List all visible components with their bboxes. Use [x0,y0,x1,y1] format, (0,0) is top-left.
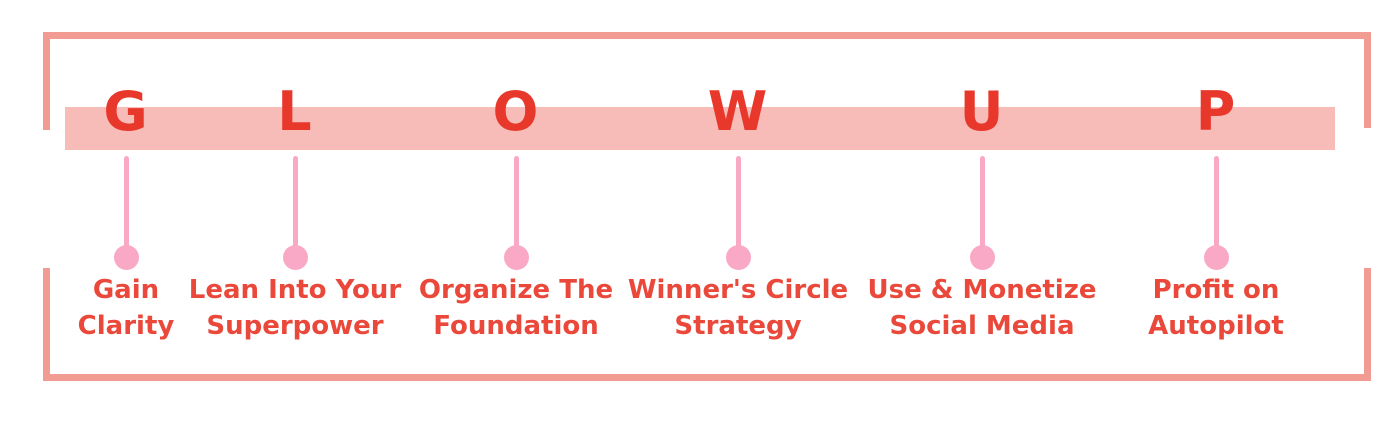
connector-line [513,156,519,250]
acronym-letter: O [492,80,540,143]
acronym-letter: L [277,80,313,143]
item-label-line2: Strategy [674,311,802,341]
connector-line [123,156,129,250]
item-label: Gain Clarity [6,272,246,344]
acronym-letter: U [959,80,1005,143]
connector-dot [725,245,751,270]
connector-line [292,156,298,250]
connector-dot [1203,245,1229,270]
item-label: Winner's Circle Strategy [618,272,858,344]
item-label-line2: Foundation [433,311,599,341]
item-label-line2: Social Media [889,311,1075,341]
item-label-line1: Organize The [418,275,614,305]
connector-dot [969,245,995,270]
glowup-item-u: U Use & Monetize Social Media [862,0,1102,425]
connector-dot [282,245,308,270]
item-label: Organize The Foundation [396,272,636,344]
item-label-line2: Clarity [77,311,175,341]
item-label-line1: Profit on [1152,275,1280,305]
connector-dot [113,245,139,270]
acronym-letter: G [103,80,149,143]
frame-top-line [43,32,1371,39]
item-label-line2: Superpower [206,311,384,341]
glowup-item-g: G Gain Clarity [6,0,246,425]
acronym-letter: W [707,80,769,143]
item-label-line2: Autopilot [1148,311,1284,341]
item-label: Lean Into Your Superpower [175,272,415,344]
acronym-band [65,107,1335,150]
item-label-line1: Winner's Circle [627,275,849,305]
item-label-line1: Lean Into Your [188,275,402,305]
frame-bottom-left-vertical [43,268,50,381]
glowup-item-w: W Winner's Circle Strategy [618,0,858,425]
connector-line [979,156,985,250]
glowup-item-l: L Lean Into Your Superpower [175,0,415,425]
glowup-item-p: P Profit on Autopilot [1096,0,1336,425]
frame-bottom-right-vertical [1364,268,1371,381]
connector-line [735,156,741,250]
connector-dot [503,245,529,270]
item-label-line1: Gain [92,275,160,305]
connector-line [1213,156,1219,250]
frame-top-left-vertical [43,32,50,130]
item-label: Profit on Autopilot [1096,272,1336,344]
glowup-item-o: O Organize The Foundation [396,0,636,425]
frame-top-right-vertical [1364,32,1371,128]
item-label: Use & Monetize Social Media [862,272,1102,344]
acronym-letter: P [1195,80,1237,143]
frame-bottom-line [43,374,1371,381]
item-label-line1: Use & Monetize [867,275,1097,305]
